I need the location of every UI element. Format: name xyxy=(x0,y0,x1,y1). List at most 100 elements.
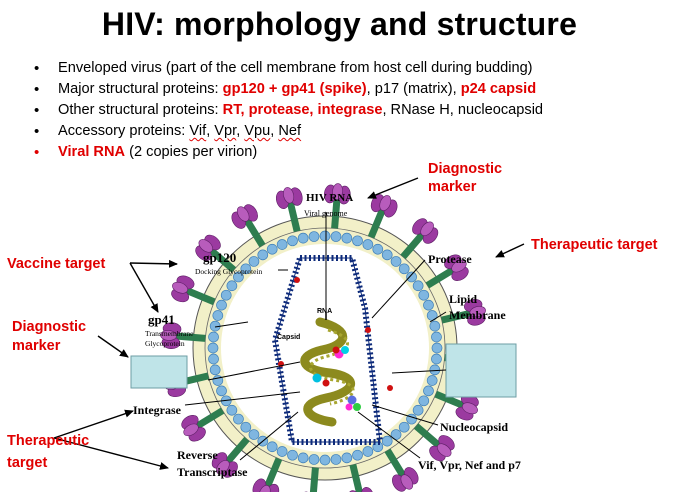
matrix-bead xyxy=(297,452,309,464)
matrix-bead xyxy=(352,449,363,461)
matrix-bead xyxy=(341,452,353,464)
matrix-bead xyxy=(431,331,442,343)
matrix-bead xyxy=(398,421,410,433)
page-title: HIV: morphology and structure xyxy=(101,6,578,42)
gp120-lobe xyxy=(347,490,361,492)
matrix-bead xyxy=(208,331,219,343)
gp41-stalk xyxy=(440,309,472,324)
arrow-diagnostic-left xyxy=(97,335,129,358)
rna-strand-1 xyxy=(300,317,356,427)
arrow-diagnostic-top xyxy=(367,177,419,199)
spike xyxy=(275,187,303,233)
matrix-bead xyxy=(287,449,298,461)
protein-dot xyxy=(387,385,393,391)
gp120-lobe xyxy=(183,423,199,437)
protein-dot xyxy=(294,277,300,283)
gp41-stalk xyxy=(349,463,364,492)
gp41-stalk xyxy=(400,231,426,260)
matrix-bead xyxy=(406,271,417,283)
matrix-bead xyxy=(209,364,221,376)
spike xyxy=(324,183,351,229)
spike xyxy=(367,194,398,239)
matrix-bead xyxy=(216,299,227,311)
matrix-bead xyxy=(248,429,260,440)
pointer-vif xyxy=(357,411,421,459)
annotation-diagnostic-left-2: marker xyxy=(12,338,61,354)
matrix-bead xyxy=(381,435,393,447)
gp41-stalk xyxy=(195,407,225,430)
protein-dot xyxy=(353,403,361,411)
protein-dot xyxy=(341,346,349,354)
arrow-vaccine-gp41 xyxy=(129,262,159,313)
label-vif-vpr-nef-p7: Vif, Vpr, Nef and p7 xyxy=(418,458,521,472)
label-rna: RNA xyxy=(317,308,332,315)
matrix-bead xyxy=(233,271,244,283)
matrix-bead xyxy=(266,243,278,255)
bullet-viral-rna: Viral RNA (2 copies per virion) xyxy=(34,142,543,163)
label-membrane: Membrane xyxy=(449,308,506,322)
matrix-bead xyxy=(319,454,331,466)
label-gp120: gp120 xyxy=(203,250,236,265)
gp41-stalk xyxy=(185,287,216,306)
matrix-bead xyxy=(276,446,288,457)
gp120-lobe xyxy=(160,330,177,341)
gp120-lobe xyxy=(451,259,467,273)
matrix-bead xyxy=(276,239,288,250)
label-hiv-rna: HIV RNA xyxy=(306,192,353,204)
matrix-bead xyxy=(226,280,238,292)
protein-dot xyxy=(347,395,357,405)
gp41-stalk xyxy=(384,448,407,478)
matrix-bead xyxy=(308,231,320,242)
matrix-bead xyxy=(220,289,232,301)
protein-dot xyxy=(345,403,353,411)
pointer-integrase xyxy=(184,391,301,406)
annotation-diagnostic-top-2: marker xyxy=(428,179,477,195)
gp120-lobe xyxy=(437,443,452,457)
spike xyxy=(195,234,237,273)
gp120-lobe xyxy=(469,306,486,318)
label-docking-glycoprotein: Docking Glycoprotein xyxy=(195,267,263,276)
matrix-bead xyxy=(381,249,393,261)
matrix-bead xyxy=(418,395,430,407)
gp120-lobe xyxy=(332,183,343,200)
label-protease: Protease xyxy=(428,252,472,266)
right-target-box xyxy=(445,343,517,398)
gp41-stalk xyxy=(224,436,250,465)
arrow-therapeutic-rt xyxy=(53,437,169,470)
matrix-bead xyxy=(226,404,238,416)
spike xyxy=(384,448,419,492)
matrix-bead xyxy=(297,232,309,244)
annotation-therapeutic-left: Therapeutic xyxy=(7,433,89,449)
gp41-stalk xyxy=(331,198,341,229)
virion xyxy=(160,183,490,492)
pointer-lipid xyxy=(429,311,447,323)
matrix-bead xyxy=(266,441,278,453)
spike xyxy=(181,407,225,442)
matrix-bead xyxy=(431,353,442,365)
gp120-lobe xyxy=(198,239,213,253)
pointer-reverse-transcriptase xyxy=(239,411,299,461)
gp41-stalk xyxy=(286,201,301,233)
gp120-lobe xyxy=(172,281,188,294)
gp120-lobe xyxy=(379,195,392,211)
left-target-box xyxy=(130,355,188,389)
gp41-stalk xyxy=(264,457,283,488)
gp41-stalk xyxy=(434,390,465,409)
bullet-other-proteins: Other structural proteins: RT, protease,… xyxy=(34,100,543,121)
pointer-protease xyxy=(371,259,426,319)
label-integrase: Integrase xyxy=(133,403,182,417)
matrix-bead xyxy=(352,235,363,247)
gp41-stalk xyxy=(208,247,237,273)
protein-dot xyxy=(312,373,322,383)
gp41-stalk xyxy=(367,208,386,239)
bullet-list: Enveloped virus (part of the cell membra… xyxy=(34,58,543,163)
matrix-bead xyxy=(341,232,353,244)
matrix-bead xyxy=(208,353,219,365)
annotation-arrows xyxy=(53,177,525,470)
annotation-vaccine: Vaccine target xyxy=(7,256,105,272)
matrix-bead xyxy=(207,342,219,354)
spike xyxy=(400,218,439,260)
matrix-bead xyxy=(412,280,424,292)
spike xyxy=(171,275,216,306)
